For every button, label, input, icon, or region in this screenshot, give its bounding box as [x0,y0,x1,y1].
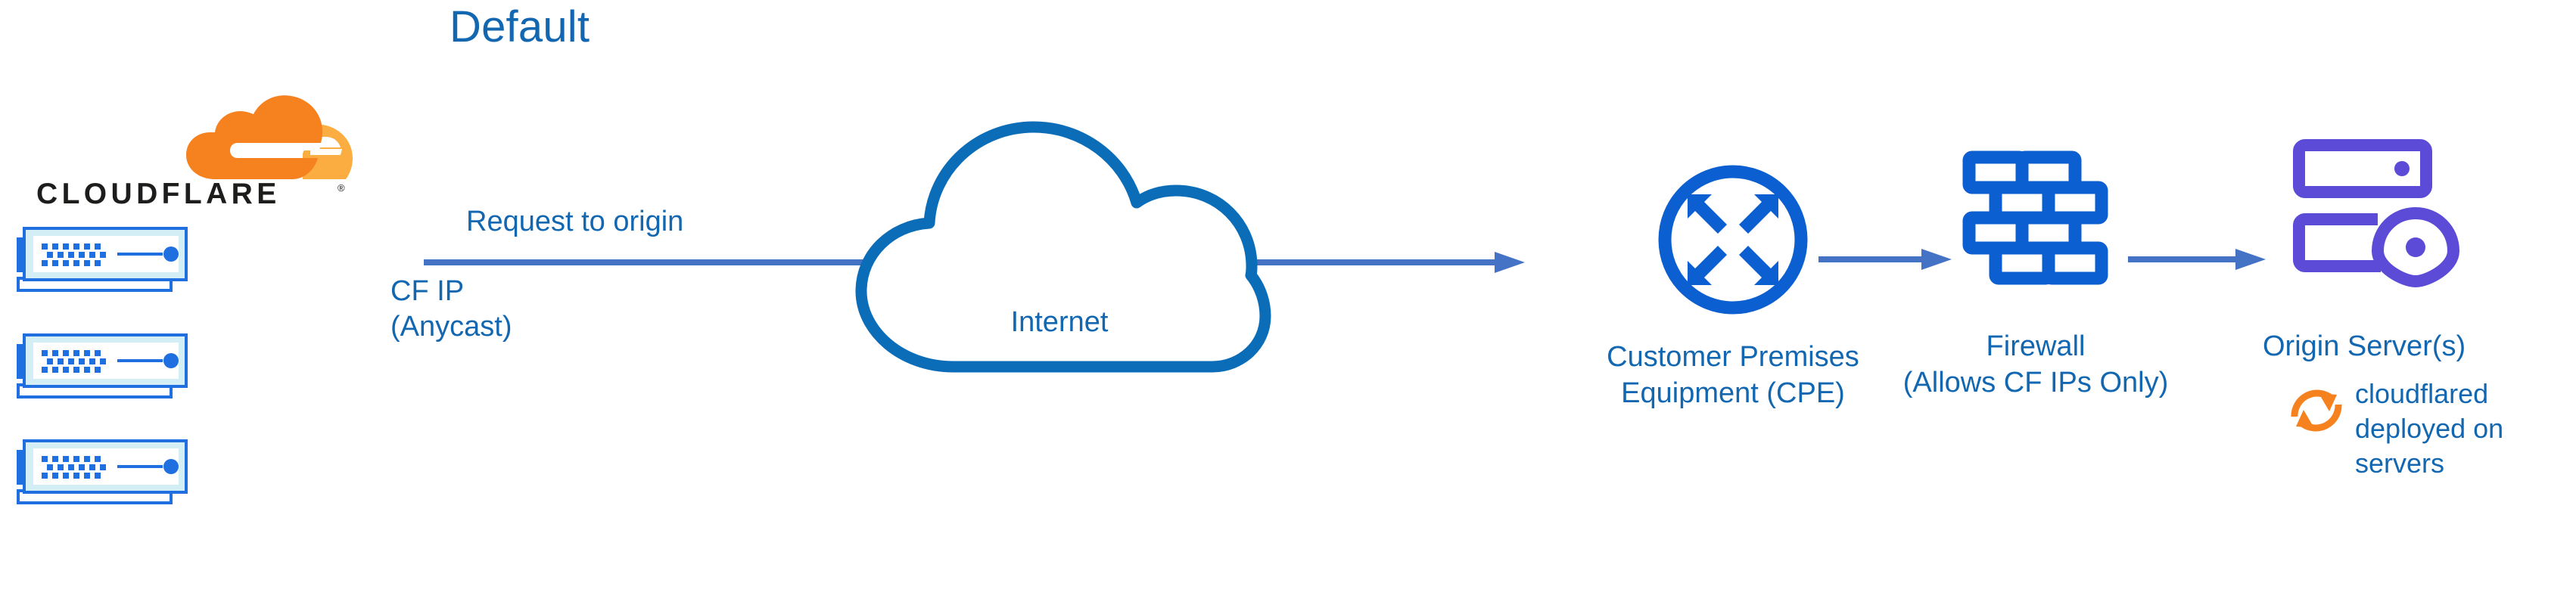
cf-ip-anycast-label: CF IP (Anycast) [390,274,512,345]
firewall-label-line2: (Allows CF IPs Only) [1902,367,2169,398]
origin-server-node-label: Origin Server(s) [2263,330,2466,362]
cloudflare-logo: CLOUDFLARE ® [36,95,354,223]
cf-ip-label-line1: CF IP [390,275,465,307]
circular-arrows-sync-icon [2291,389,2342,432]
cpe-label-line2: Equipment (CPE) [1621,377,1845,409]
cloudflared-text-line3: servers [2355,448,2445,479]
router-icon [1658,165,1808,315]
cpe-label-line1: Customer Premises [1607,341,1859,373]
page-title: Default [450,2,590,51]
firewall-node-label: Firewall (Allows CF IPs Only) [1877,328,2195,401]
firewall-label-line1: Firewall [1986,330,2086,362]
arrow-firewall-to-origin-icon [2128,249,2266,270]
cloudflare-cloud-mark-icon [186,95,353,179]
cf-ip-label-line2: (Anycast) [390,311,512,343]
server-rack-pin-icon [2293,139,2459,287]
cloudflare-wordmark: CLOUDFLARE ® [36,178,345,210]
cloudflare-edge-server-2 [17,333,188,398]
cloudflared-text-line2: deployed on [2355,413,2504,444]
cloudflare-edge-server-1 [17,227,188,292]
cpe-node-label: Customer Premises Equipment (CPE) [1536,339,1930,411]
cloudflare-edge-server-3 [17,439,188,504]
cloudflared-annotation-text: cloudflared deployed on servers [2355,377,2571,481]
cloudflared-text-line1: cloudflared [2355,378,2489,409]
brick-wall-icon [1962,150,2108,285]
cloudflare-wordmark-text: CLOUDFLARE [36,178,281,210]
request-to-origin-label: Request to origin [466,206,684,237]
cloudflared-annotation: cloudflared deployed on servers [2287,377,2576,498]
internet-cloud-outline-icon [855,121,1271,373]
registered-trademark-mark: ® [338,182,345,194]
internet-node-label: Internet [1010,306,1109,338]
arrow-cpe-to-firewall-icon [1818,249,1952,270]
